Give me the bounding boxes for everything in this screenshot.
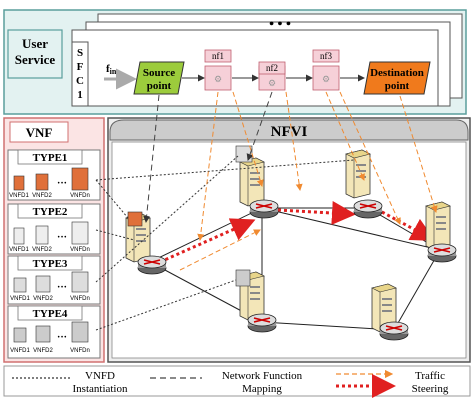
type1-firewall-icon (13, 175, 25, 191)
legend-vnfd-instantiation: VNFD Instantiation (12, 370, 128, 395)
legend-mapping-label: Network Function (222, 370, 303, 382)
sfc-letter-f: F (77, 61, 84, 73)
type2-vnfd1: VNFD1 (9, 247, 29, 253)
legend: VNFD Instantiation Network Function Mapp… (3, 365, 471, 398)
router-icon (137, 255, 167, 275)
router-icon-c (353, 199, 383, 219)
svg-text:···: ··· (57, 332, 67, 343)
firewall-icon (127, 211, 143, 227)
router-icon-f (379, 321, 409, 341)
legend-steering-label: Steering (412, 383, 449, 395)
nf2-label: nf2 (266, 63, 278, 73)
type4-label: TYPE4 (33, 308, 68, 320)
sfc-letter-c: C (76, 75, 84, 87)
svg-text:···: ··· (57, 178, 67, 189)
legend-function-mapping: Network Function Mapping (150, 370, 303, 395)
type2-server-icon (13, 227, 25, 245)
type1-vnfd2: VNFD2 (32, 193, 52, 199)
nf3-node: nf3 ⚙ (312, 49, 340, 91)
nfvi-node-e (235, 269, 277, 333)
vnfd-instantiation-lines (95, 155, 355, 331)
nf1-node: nf1 ⚙ (204, 49, 232, 91)
type4-vnf-icon-n (71, 321, 89, 343)
sfc-letter-s: S (77, 47, 83, 59)
legend-vnfd-label-2: Instantiation (73, 383, 128, 395)
router-icon-b (249, 199, 279, 219)
destination-point-label-2: point (385, 80, 410, 92)
type1-vnfdn: VNFDn (70, 193, 90, 199)
vnf-type3-group: TYPE3 ··· VNFD1 VNFD2 VNFDn (7, 255, 101, 305)
nf2-node: nf2 ⚙ (258, 61, 286, 91)
server-icon-c (345, 149, 371, 199)
type1-firewall-icon-2 (35, 173, 49, 191)
vnf-icon-e (235, 269, 251, 287)
type3-vnfd2: VNFD2 (33, 296, 53, 302)
vnf-type1-group: TYPE1 ··· VNFD1 VNFD2 VNFDn (7, 149, 101, 201)
type3-vnfd1: VNFD1 (10, 296, 30, 302)
type3-label: TYPE3 (33, 258, 68, 270)
nf3-gear-icon: ⚙ (322, 74, 330, 84)
nfvi-node-a (125, 211, 167, 275)
type4-vnfd2: VNFD2 (33, 348, 53, 354)
legend-mapping-label-2: Mapping (242, 383, 282, 395)
nf3-label: nf3 (320, 51, 332, 61)
type4-vnf-icon-2 (35, 325, 51, 343)
type1-label: TYPE1 (33, 152, 68, 164)
type1-vnfd1: VNFD1 (9, 193, 29, 199)
nf1-label: nf1 (212, 51, 224, 61)
router-icon-e (247, 313, 277, 333)
type3-vnfdn: VNFDn (70, 296, 90, 302)
traffic-steering-path (159, 201, 436, 264)
svg-text:···: ··· (57, 232, 67, 243)
type4-vnfd1: VNFD1 (10, 348, 30, 354)
vnf-title: VNF (26, 125, 53, 140)
type3-storage-icon (13, 277, 27, 293)
type4-vnfdn: VNFDn (70, 348, 90, 354)
type2-server-icon-n (71, 221, 89, 245)
user-service-label-2: Service (15, 52, 56, 67)
function-mapping-arrows (143, 91, 273, 223)
source-point-label: Source (143, 67, 175, 79)
type3-storage-icon-n (71, 271, 89, 293)
type4-vnf-icon (13, 327, 27, 343)
user-service-panel: User Service • • • S F C 1 fin Source po… (3, 9, 467, 115)
type2-server-icon-2 (35, 225, 49, 245)
nf2-gear-icon: ⚙ (268, 78, 276, 88)
type2-label: TYPE2 (33, 206, 68, 218)
nfvi-panel: NFVI (107, 117, 471, 363)
type2-vnfdn: VNFDn (70, 247, 90, 253)
vnf-panel: VNF TYPE1 ··· VNFD1 VNFD2 VNFDn TYPE2 ··… (3, 117, 105, 363)
nf1-gear-icon: ⚙ (214, 74, 222, 84)
nfvi-title: NFVI (271, 124, 308, 140)
server-icon-b (239, 157, 265, 207)
source-point-label-2: point (147, 80, 172, 92)
vnf-type2-group: TYPE2 ··· VNFD1 VNFD2 VNFDn (7, 203, 101, 255)
sfc-letter-1: 1 (77, 89, 83, 101)
type1-firewall-icon-n (71, 167, 89, 191)
legend-traffic-label: Traffic (415, 370, 445, 382)
traffic-flow-arrows (179, 91, 438, 271)
type2-vnfd2: VNFD2 (32, 247, 52, 253)
destination-point-label: Destination (370, 67, 424, 79)
legend-vnfd-label: VNFD (85, 370, 115, 382)
vnf-type4-group: TYPE4 ··· VNFD1 VNFD2 VNFDn (7, 305, 101, 359)
user-service-label: User (22, 36, 48, 51)
destination-point-node (363, 61, 431, 95)
f-in-label: fin (106, 63, 117, 76)
more-chains-dots: • • • (269, 17, 291, 32)
type3-storage-icon-2 (35, 275, 51, 293)
source-point-node (133, 61, 185, 95)
svg-text:···: ··· (57, 282, 67, 293)
legend-traffic-steering: Traffic Steering (336, 369, 449, 398)
server-icon-d (425, 201, 451, 251)
router-icon-d (427, 243, 457, 263)
